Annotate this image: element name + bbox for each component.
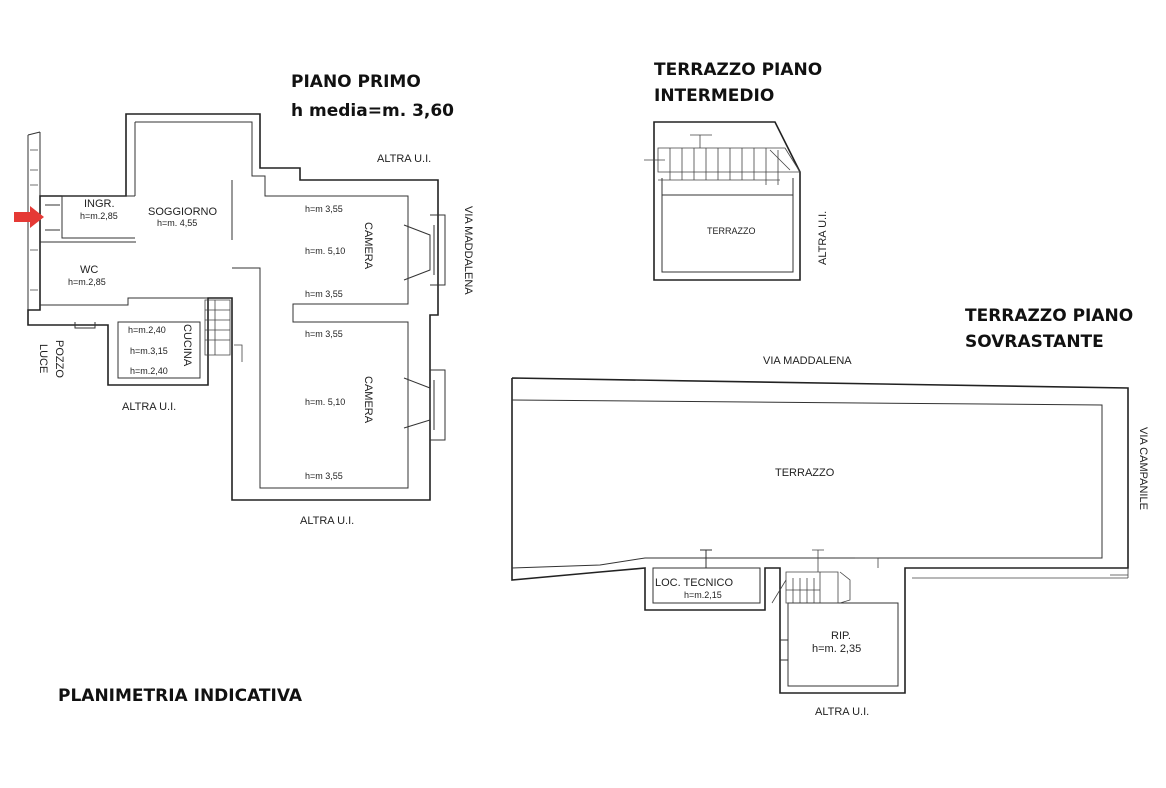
altra-ui-terrazzo-label: ALTRA U.I. xyxy=(817,211,829,265)
room-height-rip: h=m. 2,35 xyxy=(812,643,861,655)
room-label-rip: RIP. xyxy=(831,630,851,642)
room-label-camera1: CAMERA xyxy=(362,222,374,270)
room-label-loc-tecnico: LOC. TECNICO xyxy=(655,577,733,589)
planimetria-title: PLANIMETRIA INDICATIVA xyxy=(58,686,303,706)
via-maddalena-horizontal-label: VIA MADDALENA xyxy=(763,355,852,367)
via-maddalena-vertical-label: VIA MADDALENA xyxy=(462,206,474,295)
room-height-camera1-2: h=m. 5,10 xyxy=(305,246,345,256)
luce-label: LUCE xyxy=(37,344,49,373)
terrazzo-intermedio-plan xyxy=(644,121,801,281)
terrazzo-intermedio-title-1: TERRAZZO PIANO xyxy=(654,60,822,80)
terrazzo-sovrastante-plan xyxy=(511,377,1129,694)
room-height-ingr: h=m.2,85 xyxy=(80,211,118,221)
room-height-wc: h=m.2,85 xyxy=(68,277,106,287)
room-height-cucina-3: h=m.2,40 xyxy=(130,366,168,376)
room-height-cucina-2: h=m.3,15 xyxy=(130,346,168,356)
terrazzo-sovrastante-title-1: TERRAZZO PIANO xyxy=(965,306,1133,326)
room-height-cucina-1: h=m.2,40 xyxy=(128,325,166,335)
terrazzo-intermedio-title-2: INTERMEDIO xyxy=(654,86,774,106)
entrance-arrow-icon xyxy=(14,206,44,228)
altra-ui-bottom-label: ALTRA U.I. xyxy=(300,515,354,527)
room-height-camera1-3: h=m 3,55 xyxy=(305,289,343,299)
room-height-camera2-3: h=m 3,55 xyxy=(305,471,343,481)
room-label-terrazzo-sovrastante: TERRAZZO xyxy=(775,467,835,479)
room-height-camera1-1: h=m 3,55 xyxy=(305,204,343,214)
room-label-terrazzo-intermedio: TERRAZZO xyxy=(707,226,756,236)
via-campanile-label: VIA CAMPANILE xyxy=(1137,427,1149,510)
room-label-ingr: INGR. xyxy=(84,198,115,210)
staircase-terrazzo-sovrastante xyxy=(771,549,879,604)
room-height-camera2-2: h=m. 5,10 xyxy=(305,397,345,407)
piano-primo-plan xyxy=(14,113,446,501)
room-height-camera2-1: h=m 3,55 xyxy=(305,329,343,339)
room-label-cucina: CUCINA xyxy=(181,324,193,367)
staircase-terrazzo-intermedio xyxy=(644,134,801,185)
piano-primo-title: PIANO PRIMO xyxy=(291,72,421,92)
altra-ui-top-label: ALTRA U.I. xyxy=(377,153,431,165)
room-label-wc: WC xyxy=(80,264,98,276)
terrazzo-sovrastante-title-2: SOVRASTANTE xyxy=(965,332,1104,352)
room-height-loc-tecnico: h=m.2,15 xyxy=(684,590,722,600)
altra-ui-rip-label: ALTRA U.I. xyxy=(815,706,869,718)
h-media-title: h media=m. 3,60 xyxy=(291,101,454,121)
room-height-soggiorno: h=m. 4,55 xyxy=(157,218,197,228)
staircase-piano-primo xyxy=(204,299,243,362)
pozzo-label: POZZO xyxy=(53,340,65,378)
altra-ui-cucina-label: ALTRA U.I. xyxy=(122,401,176,413)
room-label-soggiorno: SOGGIORNO xyxy=(148,206,218,218)
room-label-camera2: CAMERA xyxy=(362,376,374,424)
